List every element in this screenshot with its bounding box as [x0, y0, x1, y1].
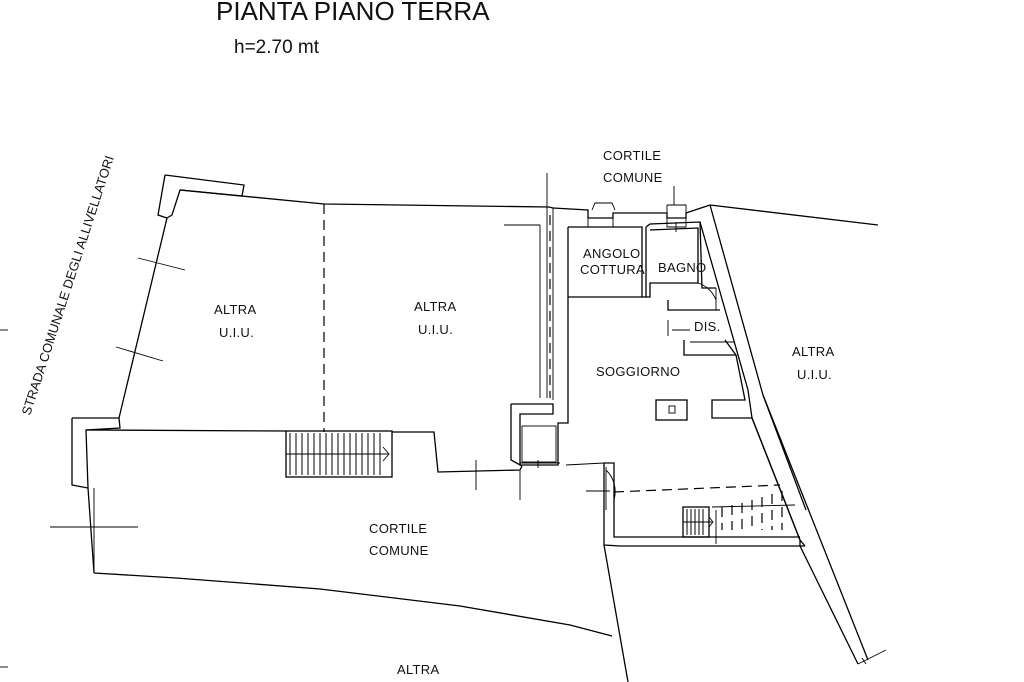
left-building [50, 174, 554, 574]
label-soggiorno: SOGGIORNO [596, 364, 680, 379]
courtyard-boundary [93, 544, 629, 682]
right-building [709, 204, 887, 665]
stair-right [682, 491, 796, 544]
apartment-walls [552, 186, 807, 547]
label-angolo: ANGOLO [583, 246, 640, 261]
label-cortile-top-2: COMUNE [603, 170, 663, 185]
plan-title: PIANTA PIANO TERRA [216, 0, 490, 26]
stair-left [285, 430, 393, 478]
label-cortile-top-1: CORTILE [603, 148, 661, 163]
label-altra-mid-2: U.I.U. [418, 322, 453, 337]
label-cortile-bottom-2: COMUNE [369, 543, 429, 558]
label-altra-left-1: ALTRA [214, 302, 256, 317]
label-altra-left-2: U.I.U. [219, 325, 254, 340]
street-label: STRADA COMUNALE DEGLI ALLIVELLATORI [19, 154, 117, 417]
plan-height: h=2.70 mt [234, 37, 320, 58]
label-altra-right-2: U.I.U. [797, 367, 832, 382]
party-wall [475, 173, 605, 500]
label-altra-mid-1: ALTRA [414, 299, 456, 314]
label-altra-right-1: ALTRA [792, 344, 834, 359]
label-bagno: BAGNO [658, 260, 706, 275]
label-altra-bottom: ALTRA [397, 662, 439, 677]
label-cortile-bottom-1: CORTILE [369, 521, 427, 536]
label-cottura: COTTURA [580, 262, 645, 277]
label-dis: DIS. [694, 319, 720, 334]
